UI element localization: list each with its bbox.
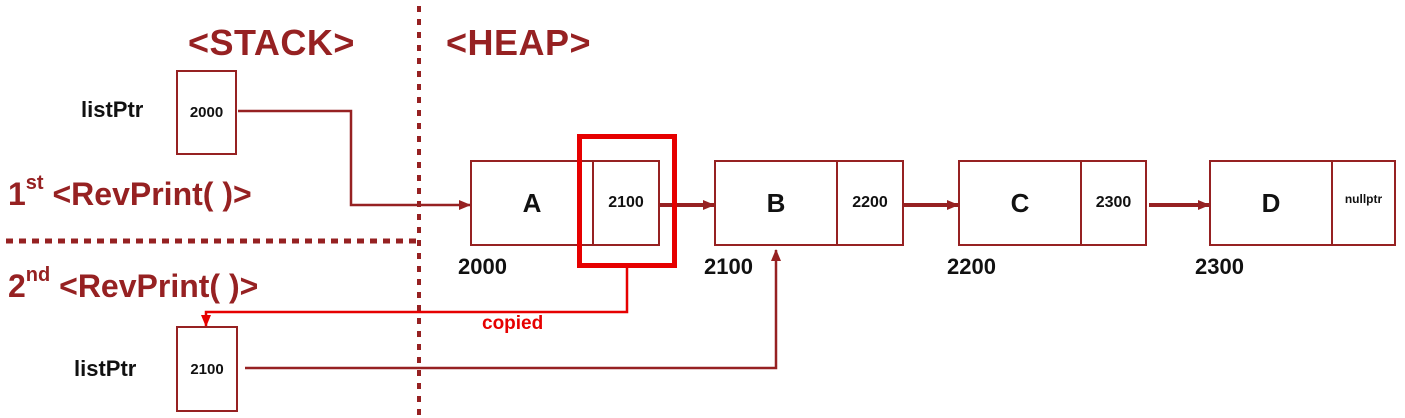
stack-var-box-1: 2000 bbox=[176, 70, 237, 155]
node-d: D nullptr bbox=[1209, 160, 1396, 246]
node-a-data: A bbox=[522, 187, 542, 218]
frame-label-1: 1st <RevPrint( )> bbox=[8, 172, 252, 213]
frame-ordinal-1: 1 bbox=[8, 176, 26, 212]
frame-label-2: 2nd <RevPrint( )> bbox=[8, 264, 259, 305]
node-b-next: 2200 bbox=[836, 162, 902, 244]
frame-ordinal-suffix-1: st bbox=[25, 172, 44, 194]
node-d-address: 2300 bbox=[1195, 254, 1244, 279]
heap-header: <HEAP> bbox=[446, 22, 592, 63]
node-c-data: C bbox=[1010, 187, 1030, 218]
node-b: B 2200 bbox=[714, 160, 904, 246]
node-b-data: B bbox=[766, 187, 786, 218]
frame-name-2: <RevPrint( )> bbox=[59, 268, 259, 304]
node-a: A 2100 bbox=[470, 160, 660, 246]
node-d-data: D bbox=[1261, 187, 1281, 218]
node-a-address: 2000 bbox=[458, 254, 507, 279]
pointer-arrow-listptr-2 bbox=[245, 249, 781, 370]
stack-header: <STACK> bbox=[188, 22, 355, 63]
frame-name-1: <RevPrint( )> bbox=[52, 176, 252, 212]
copied-arrow bbox=[201, 265, 629, 327]
node-a-next: 2100 bbox=[592, 162, 658, 244]
frame-ordinal-2: 2 bbox=[8, 268, 26, 304]
node-c: C 2300 bbox=[958, 160, 1147, 246]
node-c-address: 2200 bbox=[947, 254, 996, 279]
stack-var-name-1: listPtr bbox=[81, 97, 144, 122]
highlight-box bbox=[577, 134, 677, 268]
stack-var-name-2: listPtr bbox=[74, 356, 137, 381]
stack-var-box-2: 2100 bbox=[176, 326, 238, 412]
pointer-arrow-listptr-1 bbox=[238, 109, 471, 210]
frame-ordinal-suffix-2: nd bbox=[25, 264, 51, 286]
node-c-next: 2300 bbox=[1080, 162, 1145, 244]
node-b-address: 2100 bbox=[704, 254, 753, 279]
copied-label: copied bbox=[482, 313, 544, 334]
node-d-next: nullptr bbox=[1331, 162, 1394, 244]
